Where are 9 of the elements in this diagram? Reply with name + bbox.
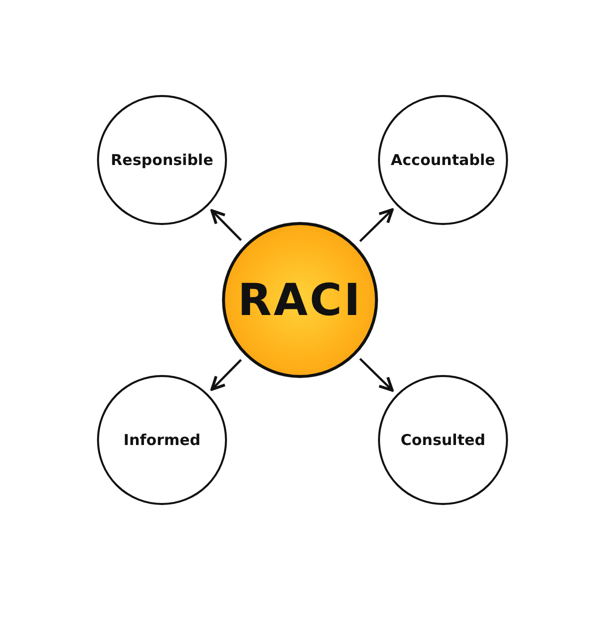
- circle-label: Informed: [123, 431, 201, 449]
- arrow: [359, 358, 394, 392]
- arrow: [210, 359, 242, 391]
- circle-label: Accountable: [390, 151, 496, 169]
- circle-label: Responsible: [110, 151, 214, 169]
- arrow: [210, 209, 242, 241]
- arrow: [359, 208, 394, 242]
- circle-label: Consulted: [400, 431, 486, 449]
- circle-label: RACI: [238, 274, 362, 326]
